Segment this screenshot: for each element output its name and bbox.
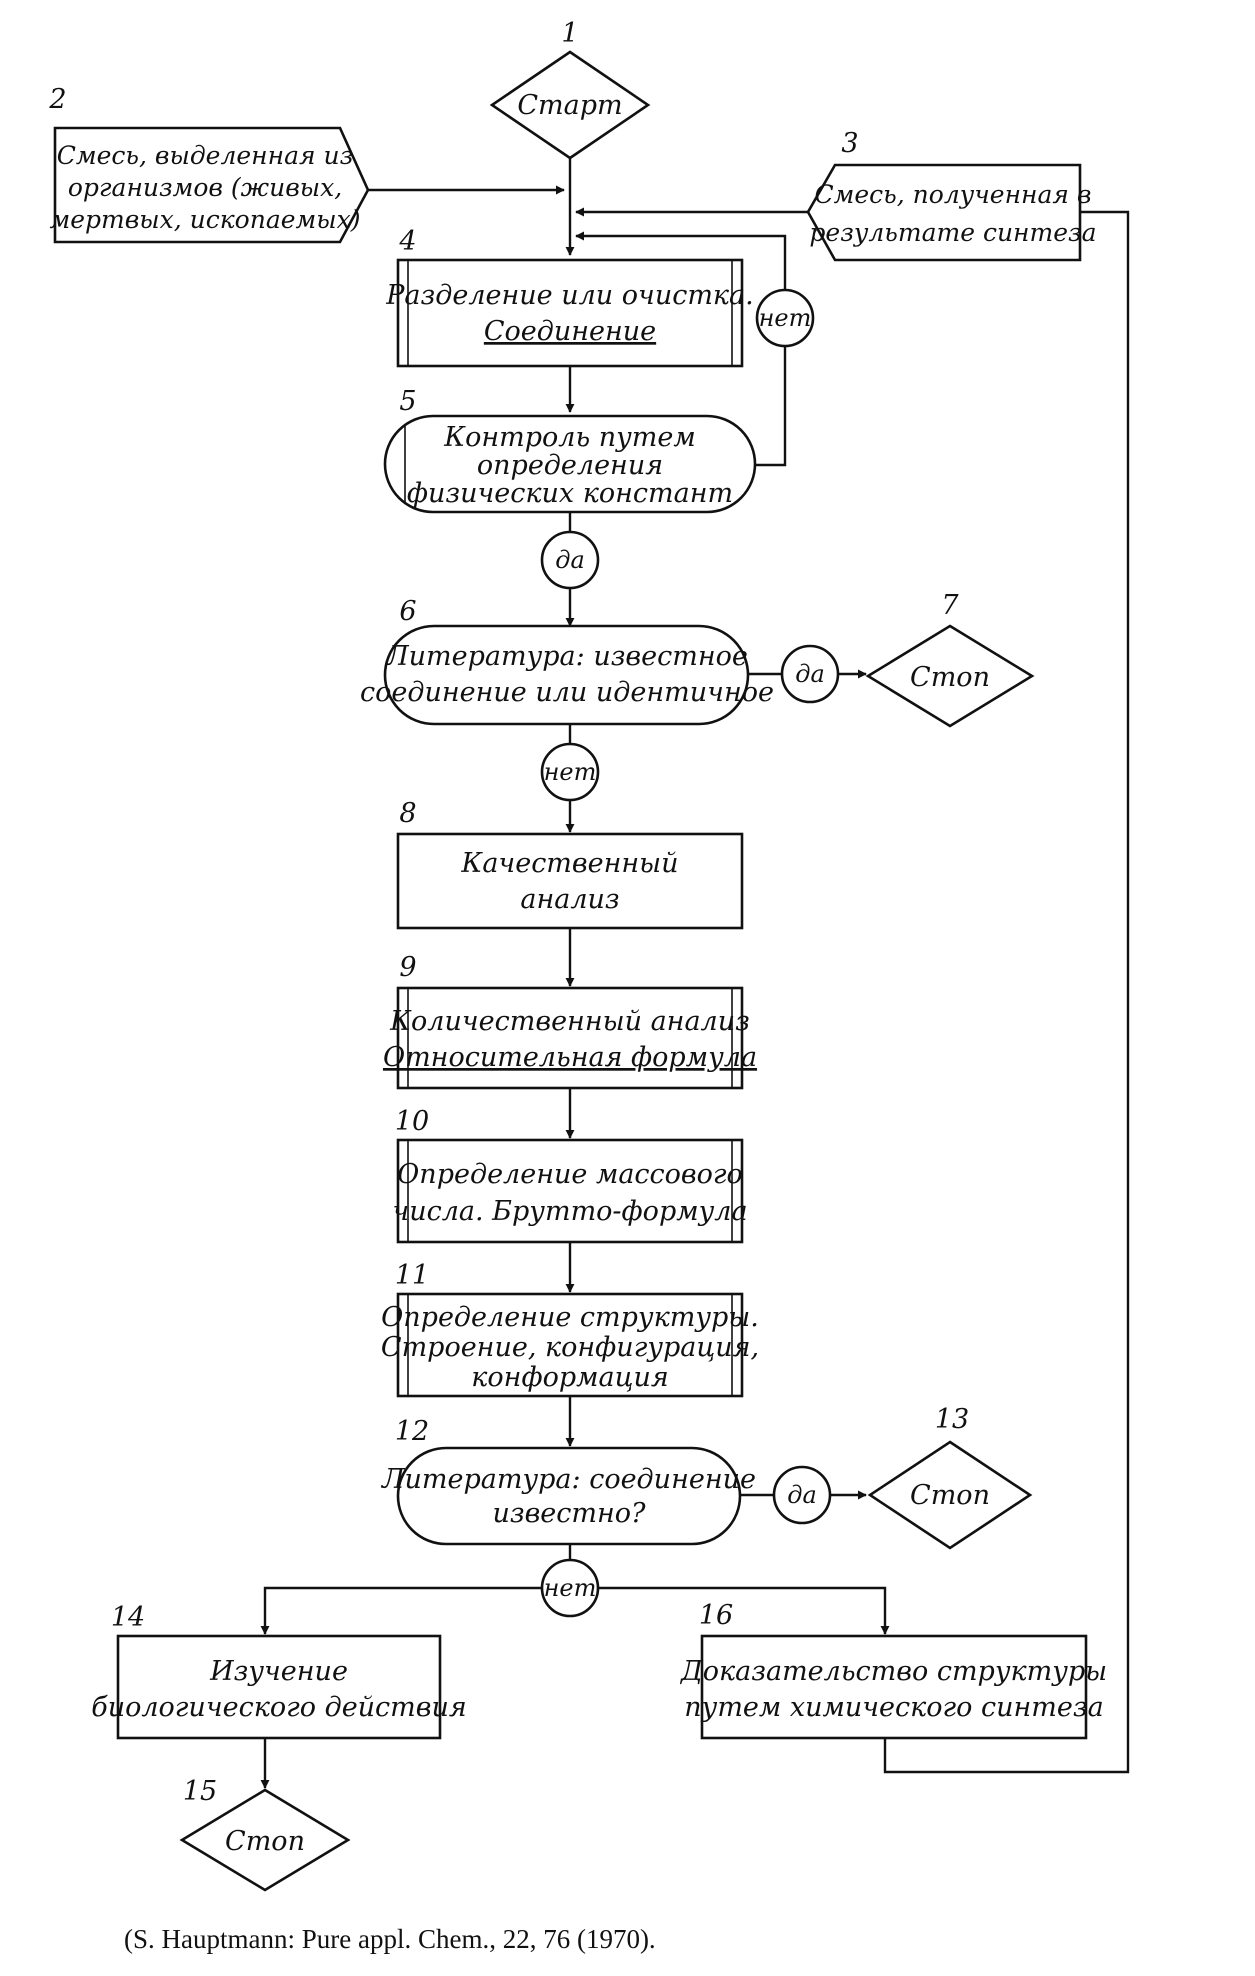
node-mixture-natural: Смесь, выделенная из организмов (живых, … — [48, 84, 370, 244]
node-label-line: известно? — [492, 1498, 646, 1529]
answer-label: да — [555, 546, 585, 574]
node-number: 16 — [699, 1600, 733, 1631]
node-number: 8 — [399, 798, 416, 829]
node-label-line: Смесь, полученная в — [815, 180, 1092, 209]
node-synthesis-proof: Доказательство структуры путем химическо… — [680, 1600, 1107, 1740]
node-label-line: Определение структуры. — [381, 1302, 759, 1333]
answer-label: нет — [759, 304, 812, 332]
edge-loop-no — [575, 231, 787, 467]
node-number: 13 — [935, 1404, 969, 1435]
edge-split-16 — [570, 1586, 890, 1635]
node-stop-13: Стоп 13 — [867, 1404, 1033, 1550]
node-number: 1 — [561, 18, 578, 49]
answer-label: нет — [544, 1574, 597, 1602]
node-label-line: результате синтеза — [809, 218, 1096, 247]
node-structure: Определение структуры. Строение, конфигу… — [381, 1260, 759, 1398]
node-label-line: анализ — [520, 884, 619, 915]
node-quantitative: Количественный анализ Относительная форм… — [383, 952, 757, 1090]
source-caption: (S. Hauptmann: Pure appl. Chem., 22, 76 … — [124, 1924, 656, 1954]
node-label-line: Контроль путем — [443, 422, 696, 453]
node-label-line: Относительная формула — [383, 1042, 757, 1073]
node-stop-15: Стоп 15 — [179, 1776, 351, 1892]
node-label-line: биологического действия — [91, 1692, 467, 1723]
answer-yes-6: да — [780, 644, 840, 704]
node-number: 15 — [183, 1776, 217, 1807]
node-number: 4 — [398, 226, 416, 257]
node-stop-7: Стоп 7 — [865, 590, 1035, 728]
node-separation: Разделение или очистка. Соединение 4 — [385, 226, 754, 368]
node-number: 7 — [941, 590, 959, 621]
node-number: 2 — [48, 84, 66, 115]
node-label-line: Литература: соединение — [380, 1464, 756, 1495]
node-number: 14 — [111, 1602, 145, 1633]
node-label-line: Стоп — [910, 662, 990, 693]
node-label-line: определения — [477, 450, 663, 481]
node-label-line: Доказательство структуры — [680, 1656, 1107, 1687]
node-label-line: путем химического синтеза — [684, 1692, 1103, 1723]
node-mass-number: Определение массового числа. Брутто-форм… — [392, 1106, 748, 1244]
node-label-line: конформация — [471, 1362, 668, 1393]
node-start-label: Старт — [517, 90, 622, 121]
answer-label: да — [787, 1481, 817, 1509]
node-label-line: соединение или идентичное — [360, 677, 774, 708]
node-number: 9 — [399, 952, 416, 983]
node-mixture-synthetic: Смесь, полученная в результате синтеза 3 — [806, 128, 1097, 262]
node-number: 11 — [395, 1260, 429, 1291]
answer-no-12: нет — [540, 1558, 600, 1618]
node-label-line: Строение, конфигурация, — [381, 1332, 759, 1363]
node-label-line: Качественный — [460, 848, 678, 879]
node-qualitative: Качественный анализ 8 — [396, 798, 744, 930]
node-label-line: числа. Брутто-формула — [392, 1196, 747, 1227]
edge-16-loop-to-3 — [883, 210, 1130, 1774]
node-label-line: Количественный анализ — [389, 1006, 750, 1037]
node-label-line: физических констант — [407, 478, 733, 509]
node-biology: Изучение биологического действия 14 — [91, 1602, 467, 1740]
node-label-line: мертвых, ископаемых) — [50, 205, 361, 234]
node-number: 3 — [841, 128, 858, 159]
node-label-line: организмов (живых, — [68, 173, 342, 202]
answer-no-5: нет — [755, 288, 815, 348]
node-label-line: Смесь, выделенная из — [57, 141, 354, 170]
node-start: Старт 1 — [489, 18, 651, 160]
edge-split-14 — [260, 1586, 570, 1635]
node-number: 5 — [399, 386, 416, 417]
node-label-line: Стоп — [225, 1826, 305, 1857]
answer-yes-12: да — [772, 1465, 832, 1525]
node-label-line: Соединение — [484, 316, 656, 347]
node-label-line: Литература: известное — [384, 641, 748, 672]
answer-label: нет — [544, 758, 597, 786]
node-literature-1: Литература: известное соединение или иде… — [360, 596, 774, 726]
answer-label: да — [795, 660, 825, 688]
node-literature-2: Литература: соединение известно? 12 — [380, 1416, 756, 1546]
node-number: 6 — [399, 596, 416, 627]
node-label-line: Изучение — [209, 1656, 348, 1687]
node-number: 10 — [395, 1106, 429, 1137]
node-label-line: Определение массового — [397, 1159, 743, 1190]
node-label-line: Разделение или очистка. — [385, 280, 754, 311]
answer-no-6: нет — [540, 742, 600, 802]
node-number: 12 — [395, 1416, 429, 1447]
node-label-line: Стоп — [910, 1480, 990, 1511]
node-control: Контроль путем определения физических ко… — [383, 386, 757, 514]
answer-yes-5: да — [540, 530, 600, 590]
